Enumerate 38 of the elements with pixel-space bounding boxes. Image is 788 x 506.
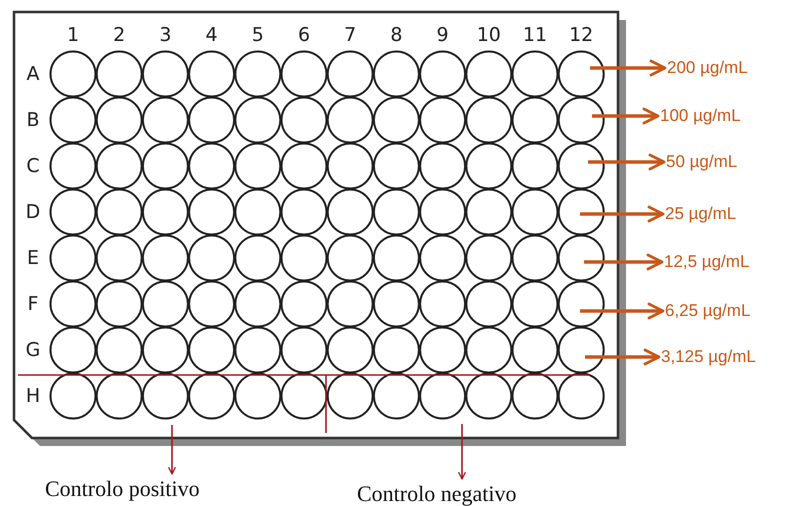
concentration-label: 6,25 µg/mL [665,301,750,321]
concentration-label: 12,5 µg/mL [664,252,750,272]
column-number: 4 [204,25,219,45]
concentration-label: 200 µg/mL [667,58,748,78]
concentration-label: 25 µg/mL [665,204,736,224]
column-number: 11 [522,25,548,45]
column-number: 5 [250,25,265,45]
row-letter: C [25,156,41,176]
arrow [592,108,660,124]
arrow [590,60,666,76]
column-number: 12 [568,25,594,45]
concentration-label: 3,125 µg/mL [661,347,756,367]
arrow [580,302,664,320]
arrow [584,254,664,270]
row-letter: G [24,340,42,360]
concentration-label: 50 µg/mL [666,152,738,172]
arrow [588,154,666,170]
arrow [580,206,664,222]
row-letter: D [24,202,42,222]
column-number: 6 [296,25,312,45]
column-number: 10 [476,25,502,45]
arrow [168,425,176,475]
row-letter: F [26,294,40,314]
column-number: 1 [66,25,80,45]
column-number: 9 [436,25,450,45]
row-letter: B [25,110,41,130]
column-number: 3 [158,25,172,45]
column-number: 8 [389,25,404,45]
control-label: Controlo negativo [357,481,516,506]
row-letter: E [26,248,40,268]
concentration-label: 100 µg/mL [660,106,741,126]
column-number: 7 [343,25,358,45]
arrow [458,424,466,480]
row-letter: H [24,386,42,406]
arrow [585,348,660,366]
control-label: Controlo positivo [45,476,200,502]
column-number: 2 [112,25,126,45]
row-letter: A [26,64,40,84]
